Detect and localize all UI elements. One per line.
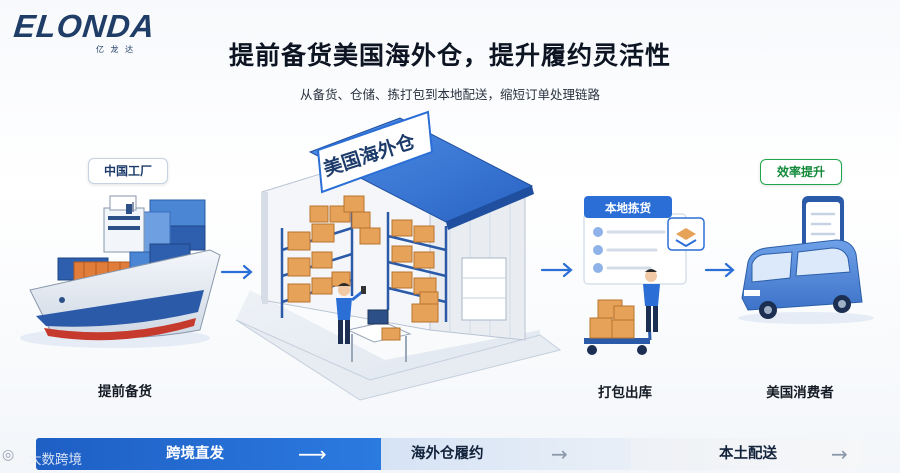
cargo-ship-icon <box>20 195 221 348</box>
flow-arrow-icon <box>540 262 573 278</box>
page-title: 提前备货美国海外仓，提升履约灵活性 <box>228 41 671 70</box>
warehouse-icon <box>235 110 562 401</box>
elonda-logo: ELONDA 亿 龙 达 <box>12 8 164 56</box>
camera-lens-icon: ◎ <box>2 447 15 463</box>
flow-arrow-icon <box>220 264 253 280</box>
progress-label-local: 本土配送 <box>719 446 777 462</box>
stage-label-stocking: 提前备货 <box>98 384 152 400</box>
flow-arrow-icon <box>704 262 735 278</box>
arrow-right-icon: → <box>831 442 848 466</box>
stage-label-consumer: 美国消费者 <box>766 385 834 401</box>
watermark-text: 大数跨境 <box>28 452 82 468</box>
logo-subtext: 亿 龙 达 <box>96 45 136 54</box>
arrow-right-icon: → <box>551 442 568 466</box>
picking-tag: 本地拣货 <box>605 201 651 215</box>
stage-label-packing: 打包出库 <box>598 385 652 401</box>
progress-segment-overseas: 海外仓履约 → <box>381 438 631 470</box>
delivery-van-icon <box>738 196 874 324</box>
arrow-right-icon: ⟶ <box>298 442 327 466</box>
fulfillment-progress-bar: 跨境直发 ⟶ 海外仓履约 → 本土配送 → <box>36 438 862 470</box>
progress-label-overseas: 海外仓履约 <box>411 446 484 462</box>
watermark: ◎ 大数跨境 <box>2 446 122 468</box>
picking-tag-text: 本地拣货 <box>605 201 651 215</box>
picking-card-icon <box>583 196 705 355</box>
page-subtitle: 从备货、仓储、拣打包到本地配送，缩短订单处理链路 <box>299 87 600 102</box>
efficiency-tag: 效率提升 <box>760 159 842 185</box>
progress-segment-direct: 跨境直发 ⟶ <box>36 438 381 470</box>
progress-segment-local: 本土配送 → <box>631 438 862 470</box>
china-factory-tag: 中国工厂 <box>88 158 168 184</box>
progress-label-direct: 跨境直发 <box>166 446 224 462</box>
